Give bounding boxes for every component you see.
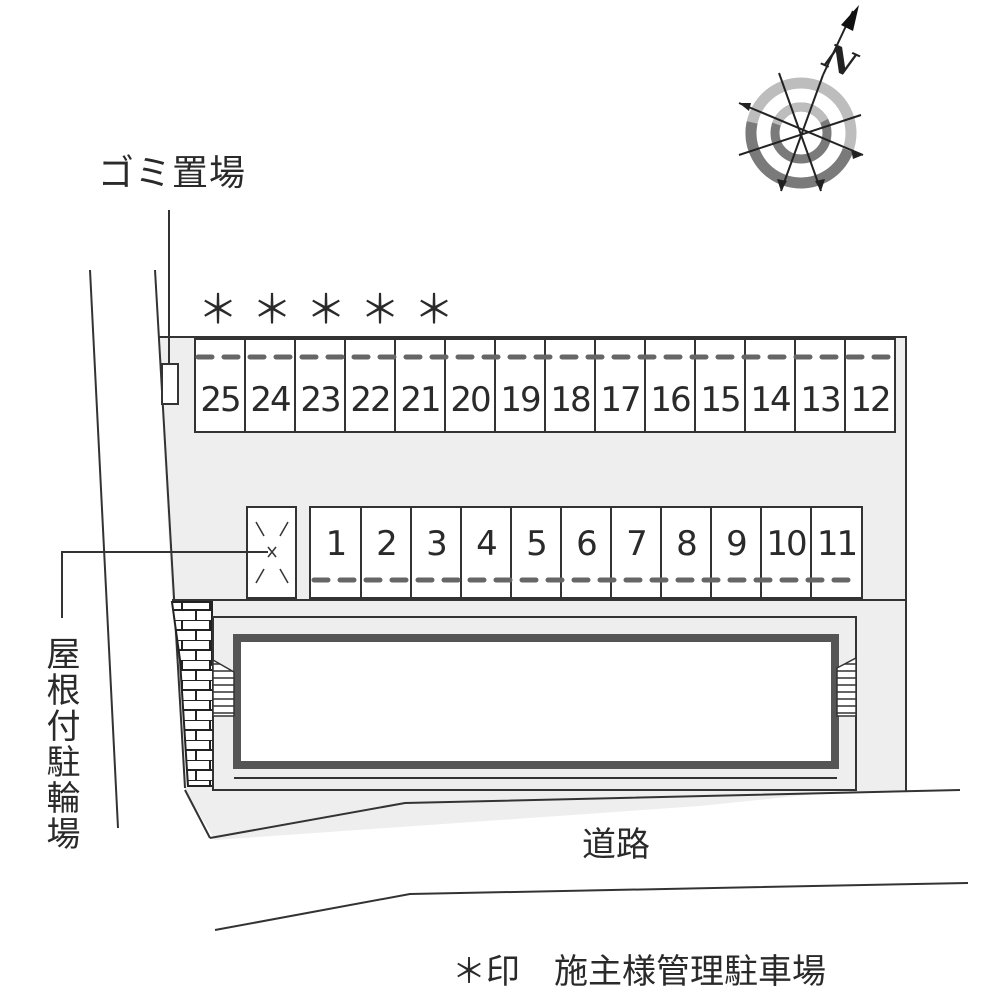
parking-space: 17 xyxy=(600,380,641,420)
parking-space: 14 xyxy=(750,380,791,420)
road-label: 道路 xyxy=(582,825,650,865)
parking-space: 5 xyxy=(526,524,548,564)
bike-parking-leader-line xyxy=(61,551,268,618)
stairs-right xyxy=(836,656,857,717)
parking-space: 7 xyxy=(626,524,648,564)
parking-space: 10 xyxy=(766,524,807,564)
parking-space: 4 xyxy=(476,524,498,564)
parking-space: 13 xyxy=(800,380,841,420)
lot-boundary xyxy=(158,336,907,792)
legend-text: 施主様管理駐車場 xyxy=(554,952,826,992)
parking-space: 23 xyxy=(300,380,341,420)
apartment-building xyxy=(212,616,857,791)
garbage-area-box xyxy=(161,363,179,405)
lot-left-boundary xyxy=(154,269,186,789)
parking-space: 11 xyxy=(816,524,858,564)
parking-space: 12 xyxy=(850,380,891,420)
boundary-line xyxy=(89,269,119,829)
parking-space: 22 xyxy=(350,380,391,420)
parking-space: 1 xyxy=(325,524,348,564)
parking-space: 19 xyxy=(500,380,541,420)
owner-managed-marks: ＊＊＊＊＊ xyxy=(198,287,468,333)
compass-north-icon xyxy=(738,5,864,192)
parking-space: 20 xyxy=(450,380,491,420)
top-parking-row xyxy=(194,338,896,433)
road-edge-upper xyxy=(209,789,961,839)
legend: ＊印施主様管理駐車場 xyxy=(452,955,826,989)
parking-space: 8 xyxy=(676,524,698,564)
compass-north-label: N xyxy=(816,36,864,87)
parking-space: 9 xyxy=(726,524,748,564)
parking-space: 16 xyxy=(650,380,691,420)
parking-space: 24 xyxy=(250,380,291,420)
parking-space: 21 xyxy=(400,380,441,420)
parking-space: 3 xyxy=(426,524,448,564)
parking-space: 25 xyxy=(200,380,241,420)
bottom-parking-row xyxy=(309,506,863,599)
stairs-left xyxy=(212,658,235,717)
parking-space: 15 xyxy=(700,380,741,420)
garbage-area-label: ゴミ置場 xyxy=(98,153,247,194)
parking-space: 2 xyxy=(376,524,398,564)
roofed-bike-parking-label: 屋根付駐輪場 xyxy=(40,636,80,852)
legend-mark: ＊印 xyxy=(452,952,520,992)
parking-space: 18 xyxy=(550,380,591,420)
parking-space: 6 xyxy=(576,524,598,564)
road-edge-lower xyxy=(214,882,969,931)
